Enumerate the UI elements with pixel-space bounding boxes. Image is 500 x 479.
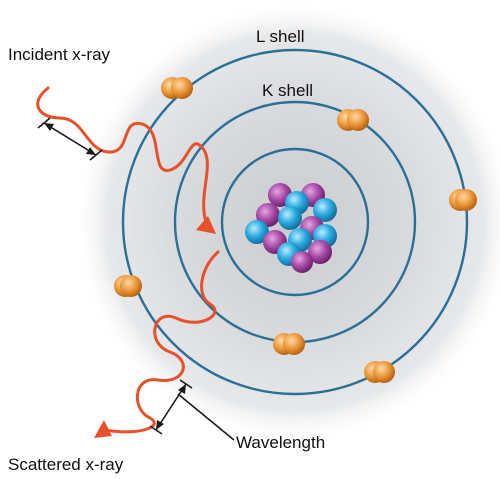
- electron: [161, 77, 193, 99]
- l-shell-label: L shell: [256, 27, 305, 46]
- electron: [364, 361, 395, 383]
- incident-xray-wave: [36, 86, 209, 224]
- incident-xray-label: Incident x-ray: [8, 45, 111, 64]
- inner-shell-ring: [220, 147, 370, 297]
- proton: [308, 240, 332, 264]
- neutron: [245, 220, 269, 244]
- incident-wavelength-marker: [37, 117, 103, 161]
- scattered-wavelength-marker: [149, 379, 193, 435]
- electron: [337, 109, 369, 131]
- proton: [291, 251, 313, 273]
- wavelength-label: Wavelength: [236, 433, 325, 452]
- electron: [273, 333, 305, 355]
- scattered-xray-arrowhead: [94, 420, 112, 438]
- proton: [256, 203, 280, 227]
- wavelength-leader-line: [177, 393, 235, 441]
- electron: [114, 275, 142, 297]
- scattered-xray-wave: [102, 250, 220, 434]
- neutron: [313, 198, 337, 222]
- incident-xray-arrowhead: [196, 216, 216, 234]
- k-shell-label: K shell: [262, 81, 313, 100]
- l-shell-ring: [121, 48, 469, 396]
- scattered-xray-label: Scattered x-ray: [8, 455, 124, 474]
- nucleus: [245, 183, 337, 273]
- electron: [449, 189, 477, 211]
- neutron: [278, 206, 302, 230]
